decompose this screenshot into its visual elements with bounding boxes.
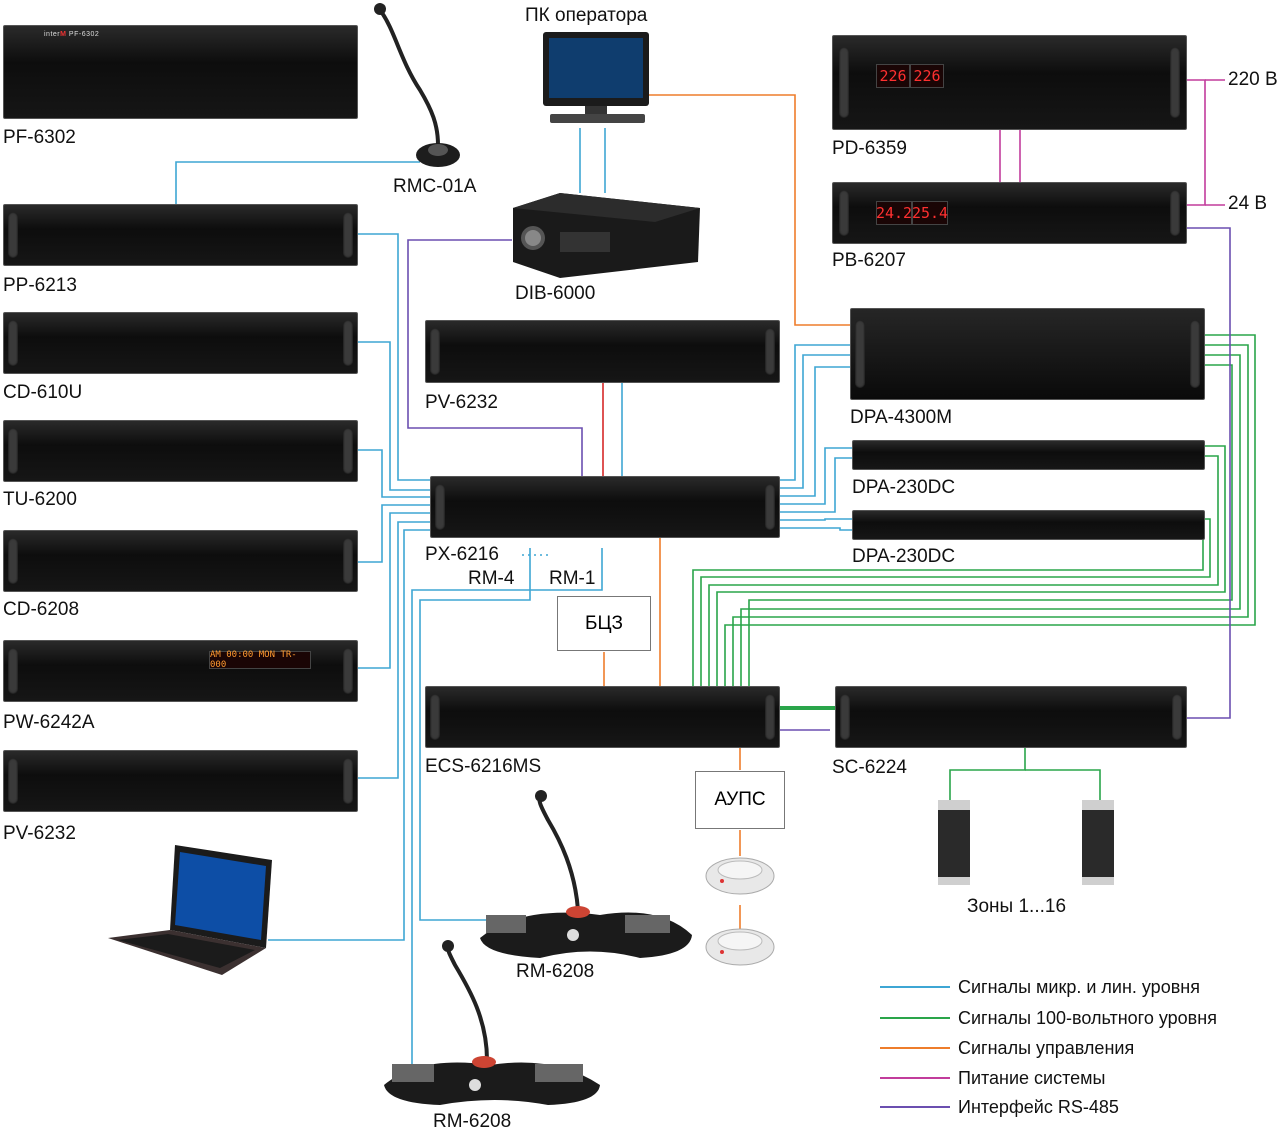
legend-control: Сигналы управления [958, 1038, 1135, 1058]
pc-monitor-drawing [543, 32, 649, 123]
ecs6216ms-label: ECS-6216MS [425, 756, 542, 777]
pw6242a-unit: AM 00:00 MON TR-000 [3, 640, 358, 702]
pd6359-display-left: 226 [876, 64, 910, 88]
pv6232-left-label: PV-6232 [3, 823, 76, 844]
pd6359-unit: 226 226 [832, 35, 1187, 130]
pc-label: ПК оператора [525, 5, 648, 26]
rmc01a-label: RMC-01A [393, 176, 477, 197]
cd6208-unit [3, 530, 358, 592]
rm6208-a-label: RM-6208 [516, 961, 595, 982]
pw6242a-label: PW-6242A [3, 712, 95, 733]
v220-label: 220 В [1228, 69, 1278, 90]
legend-rs485: Интерфейс RS-485 [958, 1097, 1119, 1117]
ecs6216ms-unit [425, 686, 780, 748]
smoke-detector-1 [705, 857, 775, 895]
bcz-box: БЦЗ [557, 596, 651, 651]
pb6207-unit: 24.2 25.4 [832, 182, 1187, 244]
pv6232-center-label: PV-6232 [425, 392, 498, 413]
legend-100v: Сигналы 100-вольтного уровня [958, 1008, 1217, 1028]
rmc01a-microphone [378, 8, 440, 146]
dib6000-drawing [513, 193, 700, 278]
rm1-label: RM-1 [549, 568, 596, 589]
pf6302-unit: interM PF-6302 [3, 25, 358, 119]
pv6232-center-unit [425, 320, 780, 383]
aups-box: АУПС [695, 771, 785, 829]
dpa230dc-1-unit [852, 440, 1205, 470]
dpa4300m-label: DPA-4300M [850, 407, 953, 428]
dpa230dc-2-label: DPA-230DC [852, 546, 956, 567]
pb6207-display-left: 24.2 [876, 201, 912, 225]
legend-power: Питание системы [958, 1068, 1106, 1088]
cd610u-label: CD-610U [3, 382, 83, 403]
speaker-right [1082, 800, 1114, 885]
pb6207-display-right: 25.4 [912, 201, 948, 225]
sc6224-label: SC-6224 [832, 757, 907, 778]
rm6208-a-drawing [480, 790, 692, 958]
rs485-wires [407, 227, 1231, 731]
pp6213-label: PP-6213 [3, 275, 77, 296]
pp6213-unit [3, 204, 358, 266]
laptop-drawing [108, 845, 272, 975]
control-wires [603, 94, 852, 930]
cd6208-label: CD-6208 [3, 599, 80, 620]
dpa230dc-1-label: DPA-230DC [852, 477, 956, 498]
tu6200-label: TU-6200 [3, 489, 77, 510]
px6216-unit [430, 476, 780, 538]
speaker-left [938, 800, 970, 885]
speaker-wires [692, 334, 1256, 800]
px6216-label: PX-6216 [425, 544, 499, 565]
pw6242a-display: AM 00:00 MON TR-000 [209, 650, 311, 670]
sc6224-unit [835, 686, 1187, 748]
pv6232-left-unit [3, 750, 358, 812]
power-wires [999, 79, 1225, 206]
pd6359-label: PD-6359 [832, 138, 907, 159]
pf6302-label: PF-6302 [3, 127, 76, 148]
rm6208-b-drawing [384, 940, 600, 1105]
dib6000-label: DIB-6000 [515, 283, 596, 304]
tu6200-unit [3, 420, 358, 482]
rm6208-b-label: RM-6208 [433, 1111, 512, 1130]
rm4-label: RM-4 [468, 568, 515, 589]
smoke-detector-2 [705, 928, 775, 966]
dpa4300m-unit [850, 308, 1205, 400]
dpa230dc-2-unit [852, 510, 1205, 540]
v24-label: 24 В [1228, 193, 1268, 214]
zones-label: Зоны 1...16 [967, 896, 1067, 917]
pb6207-label: PB-6207 [832, 250, 906, 271]
pd6359-display-right: 226 [910, 64, 944, 88]
legend-signal: Сигналы микр. и лин. уровня [958, 977, 1200, 997]
cd610u-unit [3, 312, 358, 374]
